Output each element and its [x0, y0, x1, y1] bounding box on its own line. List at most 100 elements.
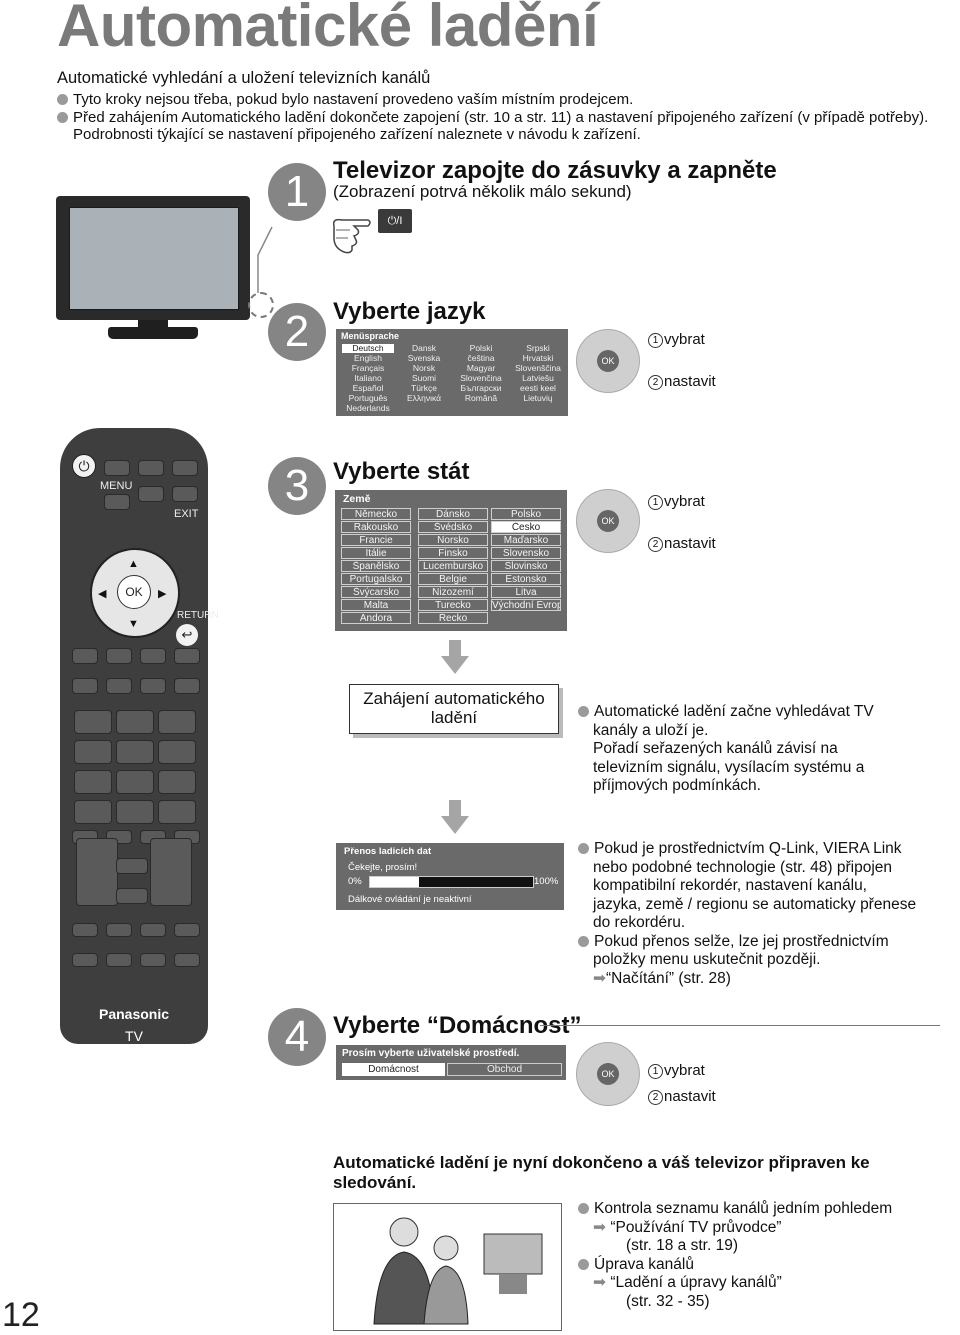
remote-button[interactable] [150, 838, 192, 906]
remote-button[interactable] [72, 923, 98, 937]
remote-button[interactable] [116, 740, 154, 764]
remote-button[interactable] [140, 953, 166, 967]
language-option[interactable]: Français [351, 364, 385, 373]
remote-button[interactable] [74, 740, 112, 764]
remote-button[interactable] [158, 710, 196, 734]
remote-button[interactable] [138, 486, 164, 502]
country-option[interactable]: Slovinsko [491, 560, 561, 572]
language-option[interactable]: Български [460, 384, 502, 393]
language-option[interactable]: Svenska [407, 354, 441, 363]
remote-button[interactable] [158, 740, 196, 764]
remote-button[interactable] [174, 923, 200, 937]
remote-button[interactable] [116, 710, 154, 734]
language-option[interactable]: Polski [469, 344, 493, 353]
country-option[interactable]: Východní Evropa [491, 599, 561, 611]
language-option[interactable]: Latviešu [522, 374, 554, 383]
remote-button[interactable] [116, 888, 148, 904]
language-option[interactable]: čeština [467, 354, 495, 363]
language-option[interactable]: Deutsch [342, 344, 394, 353]
language-option[interactable]: Português [348, 394, 388, 403]
country-option[interactable]: Slovensko [491, 547, 561, 559]
remote-ok-button[interactable]: OK [117, 575, 151, 609]
connector-line [257, 226, 273, 293]
country-option[interactable]: Německo [341, 508, 411, 520]
option-shop[interactable]: Obchod [447, 1063, 562, 1076]
country-option[interactable]: Litva [491, 586, 561, 598]
remote-button[interactable] [72, 953, 98, 967]
remote-button[interactable] [72, 678, 98, 694]
country-option[interactable]: Nizozemí [418, 586, 488, 598]
country-option[interactable]: Česko [491, 521, 561, 533]
remote-button[interactable] [74, 800, 112, 824]
bullet-icon [578, 706, 589, 717]
remote-button[interactable] [158, 800, 196, 824]
country-option[interactable]: Rakousko [341, 521, 411, 533]
country-option[interactable]: Turecko [418, 599, 488, 611]
country-option[interactable]: Malta [341, 599, 411, 611]
language-option[interactable]: Lietuvių [523, 394, 553, 403]
country-option[interactable]: Francie [341, 534, 411, 546]
remote-button[interactable] [174, 678, 200, 694]
language-option[interactable]: Türkçe [411, 384, 437, 393]
remote-button[interactable] [172, 486, 198, 502]
remote-button[interactable] [138, 460, 164, 476]
remote-brand: Panasonic [98, 1006, 170, 1022]
remote-button[interactable] [104, 460, 130, 476]
language-option[interactable]: English [354, 354, 382, 363]
remote-button[interactable] [76, 838, 118, 906]
language-option[interactable]: Magyar [466, 364, 496, 373]
option-home[interactable]: Domácnost [342, 1063, 445, 1076]
language-option[interactable]: eesti keel [520, 384, 556, 393]
language-option[interactable]: Română [464, 394, 498, 403]
return-icon[interactable]: ↩ [176, 624, 198, 646]
language-option[interactable]: Ελληνικά [406, 394, 442, 403]
language-option[interactable]: Slovenčina [460, 374, 502, 383]
remote-button[interactable] [158, 770, 196, 794]
language-option[interactable]: Nederlands [346, 404, 390, 413]
remote-button[interactable] [116, 800, 154, 824]
power-button[interactable]: ⏻/I [378, 209, 412, 233]
language-option[interactable]: Italiano [354, 374, 382, 383]
country-option[interactable]: Lucembursko [418, 560, 488, 572]
remote-button[interactable] [116, 858, 148, 874]
language-option[interactable]: Hrvatski [522, 354, 554, 363]
auto-tune-start-box: Zahájení automatického ladění [349, 684, 559, 734]
language-option[interactable]: Dansk [411, 344, 437, 353]
country-option[interactable]: Itálie [341, 547, 411, 559]
language-option[interactable]: Slovenščina [515, 364, 561, 373]
remote-button[interactable] [174, 953, 200, 967]
country-option[interactable]: Estonsko [491, 573, 561, 585]
left-arrow-icon: ◀ [98, 588, 107, 600]
remote-button[interactable] [174, 648, 200, 664]
language-option[interactable]: Suomi [411, 374, 437, 383]
country-option[interactable]: Portugalsko [341, 573, 411, 585]
remote-power-button[interactable]: ⏻ [72, 454, 96, 478]
remote-button[interactable] [74, 770, 112, 794]
remote-button[interactable] [140, 923, 166, 937]
country-option[interactable]: Andora [341, 612, 411, 624]
remote-button[interactable] [140, 648, 166, 664]
remote-button[interactable] [106, 648, 132, 664]
remote-button[interactable] [140, 678, 166, 694]
country-option[interactable]: Švýcarsko [341, 586, 411, 598]
country-option[interactable]: Finsko [418, 547, 488, 559]
remote-button[interactable] [116, 770, 154, 794]
language-option[interactable]: Norsk [412, 364, 436, 373]
country-option[interactable]: Belgie [418, 573, 488, 585]
country-option[interactable]: Norsko [418, 534, 488, 546]
remote-button[interactable] [106, 923, 132, 937]
country-option[interactable]: Polsko [491, 508, 561, 520]
country-option[interactable]: Švédsko [418, 521, 488, 533]
remote-button[interactable] [106, 953, 132, 967]
remote-button[interactable] [74, 710, 112, 734]
remote-button[interactable] [72, 648, 98, 664]
country-option[interactable]: Maďarsko [491, 534, 561, 546]
language-option[interactable]: Español [352, 384, 384, 393]
remote-button[interactable] [106, 678, 132, 694]
remote-button[interactable] [172, 460, 198, 476]
country-option[interactable]: Řecko [418, 612, 488, 624]
country-option[interactable]: Španělsko [341, 560, 411, 572]
remote-menu-button[interactable] [104, 494, 130, 510]
country-option[interactable]: Dánsko [418, 508, 488, 520]
language-option[interactable]: Srpski [526, 344, 550, 353]
